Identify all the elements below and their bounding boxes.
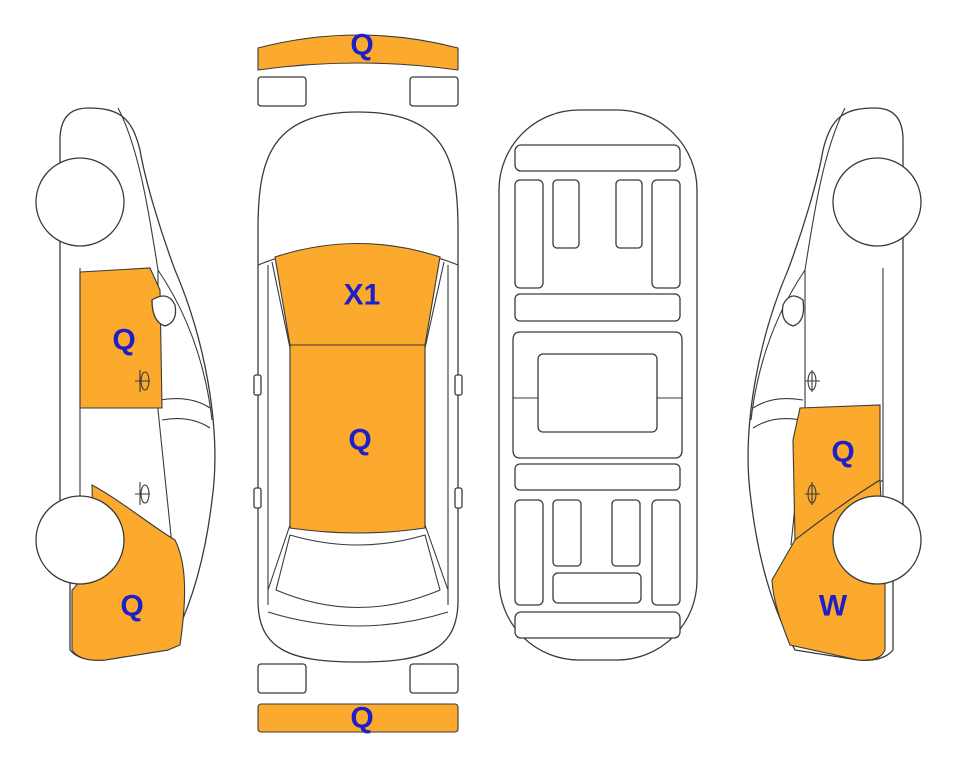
underside-rear-left-rail <box>514 499 544 606</box>
top-right-mirror-rear <box>454 487 463 509</box>
right-front-door-handle-grip <box>807 371 817 391</box>
left-front-door-handle <box>135 370 150 392</box>
left-front-wheel <box>35 495 125 585</box>
top-left-mirror-rear <box>253 487 262 509</box>
underside-rear-crossmember <box>514 463 681 491</box>
left-side-window-line-2 <box>161 418 211 429</box>
left-rear-door-handle <box>135 482 150 505</box>
right-side-mirror <box>781 295 805 327</box>
front-right-headlight <box>409 76 459 107</box>
underside-front-bar <box>514 144 681 172</box>
underside-front-right-rail <box>651 179 681 289</box>
underside-rear-left-inner <box>552 499 582 567</box>
left-rear-door-handle-grip <box>140 484 150 504</box>
rear-bumper-group <box>257 663 459 733</box>
car-top-view <box>253 111 463 663</box>
underside-front-left-inner <box>552 179 580 249</box>
front-left-headlight <box>257 76 307 107</box>
underside-front-right-inner <box>615 179 643 249</box>
car-left-side-view <box>35 107 216 661</box>
right-side-window-line <box>752 398 804 409</box>
underside-rear-bar <box>514 611 681 639</box>
underside-rear-right-rail <box>651 499 681 606</box>
underside-center-panel <box>537 353 658 433</box>
left-front-door-handle-grip <box>140 371 150 391</box>
left-front-fender-label: Q <box>120 590 143 623</box>
rear-bumper-panel[interactable] <box>257 703 459 733</box>
underside-front-crossmember <box>514 293 681 322</box>
rear-left-taillight <box>257 663 307 694</box>
right-rear-wheel <box>832 157 922 247</box>
left-rear-wheel <box>35 157 125 247</box>
roof-label: Q <box>348 424 371 457</box>
front-bumper-group <box>257 34 459 107</box>
underside-rear-right-inner <box>611 499 641 567</box>
right-front-fender-label: W <box>819 590 848 623</box>
right-front-wheel <box>832 495 922 585</box>
car-underside-view <box>498 109 698 661</box>
right-side-window-line-2 <box>752 418 802 429</box>
top-trunk-line <box>267 611 449 627</box>
left-side-window-line <box>159 398 211 409</box>
left-side-mirror <box>151 295 177 327</box>
left-front-door-label: Q <box>112 324 135 357</box>
left-front-door-panel[interactable] <box>79 267 163 409</box>
front-bumper-label: Q <box>350 29 373 62</box>
top-left-mirror-front <box>253 374 262 396</box>
right-front-door-label: Q <box>831 436 854 469</box>
rear-right-taillight <box>409 663 459 694</box>
roof-panel[interactable] <box>289 344 426 534</box>
rear-bumper-label: Q <box>350 702 373 735</box>
underside-exhaust-box <box>552 572 642 604</box>
underside-front-left-rail <box>514 179 544 289</box>
top-right-mirror-front <box>454 374 463 396</box>
car-right-side-view <box>747 107 922 661</box>
right-rear-door-handle-grip <box>807 484 817 504</box>
hood-panel[interactable] <box>274 242 441 346</box>
front-bumper-panel[interactable] <box>257 34 459 71</box>
hood-label: X1 <box>344 279 381 312</box>
damage-labels: Q X1 Q Q Q Q Q W <box>112 29 854 735</box>
top-rear-window <box>275 534 441 609</box>
